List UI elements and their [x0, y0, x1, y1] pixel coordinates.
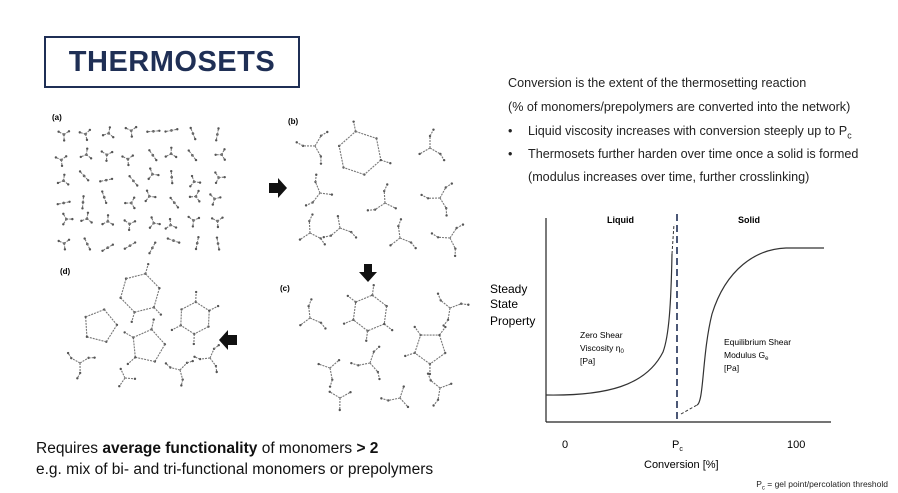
bullet-harden: •Thermosets further harden over time onc… — [508, 147, 859, 161]
x-tick-end: 100 — [787, 439, 805, 451]
panel-label-a: (a) — [52, 113, 62, 122]
footnote: Pc = gel point/percolation threshold — [756, 479, 888, 492]
network-illustrations: (a) (b) (c) (d) — [52, 113, 470, 412]
unreacted-monomers-panel — [54, 125, 226, 255]
modulus-curve — [696, 247, 824, 406]
branched-network-panel — [299, 284, 470, 412]
bullet-viscosity: •Liquid viscosity increases with convers… — [508, 124, 852, 141]
viscosity-asymptote — [671, 223, 675, 255]
panel-label-c: (c) — [280, 284, 290, 293]
y-axis-label-line-3: Property — [490, 314, 535, 328]
title-box: THERMOSETS — [44, 36, 300, 88]
y-axis-label-line-2: State — [490, 297, 518, 311]
viscosity-label-line-3: [Pa] — [580, 356, 595, 366]
panel-label-d: (d) — [60, 267, 71, 276]
region-liquid-label: Liquid — [607, 215, 634, 225]
definition-line-1: Conversion is the extent of the thermose… — [508, 76, 807, 90]
panel-label-b: (b) — [288, 117, 299, 126]
crosslinked-network-panel — [66, 262, 220, 388]
modulus-onset — [680, 404, 698, 415]
definition-line-2: (% of monomers/prepolymers are converted… — [508, 100, 851, 114]
modulus-label-line-1: Equilibrium Shear — [724, 337, 791, 347]
functionality-requirement: Requires average functionality of monome… — [36, 440, 379, 457]
viscosity-curve — [545, 253, 673, 396]
slide-title: THERMOSETS — [68, 45, 276, 78]
partially-reacted-panel — [295, 120, 465, 258]
x-axis-label: Conversion [%] — [644, 459, 719, 471]
bullet-continuation: (modulus increases over time, further cr… — [528, 170, 810, 184]
arrow-right-icon — [269, 178, 287, 198]
y-axis-label-line-1: Steady — [490, 282, 527, 296]
viscosity-label-line-2: Viscosity η0 — [580, 343, 624, 355]
functionality-example: e.g. mix of bi- and tri-functional monom… — [36, 461, 434, 478]
region-solid-label: Solid — [738, 215, 760, 225]
arrow-left-icon — [219, 330, 237, 350]
x-tick-gel-point: Pc — [672, 439, 683, 453]
modulus-label-line-3: [Pa] — [724, 363, 739, 373]
x-tick-start: 0 — [562, 439, 568, 451]
viscosity-label-line-1: Zero Shear — [580, 330, 623, 340]
modulus-label-line-2: Modulus Ge — [724, 350, 769, 362]
conversion-graph: Liquid Solid Steady State Property Zero … — [490, 214, 831, 471]
arrow-down-icon — [359, 264, 377, 282]
